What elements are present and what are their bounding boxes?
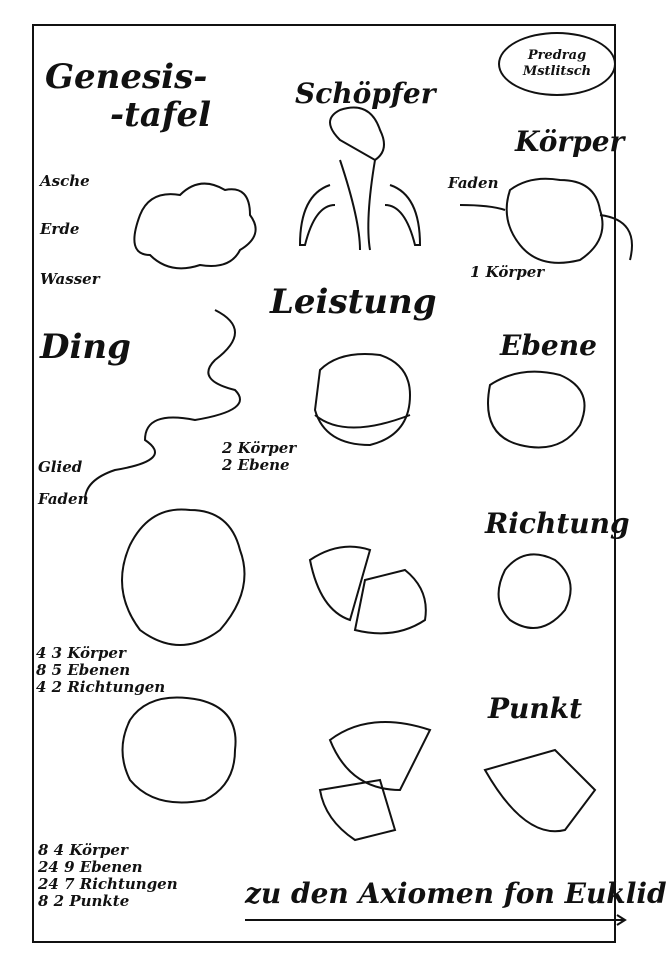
count-line: 24 7 Richtungen — [38, 875, 178, 893]
footer-euklid: zu den Axiomen fon Euklid — [245, 877, 667, 910]
creator-figure — [298, 106, 422, 251]
label-koerper: Körper — [515, 125, 625, 158]
signature-oval: Predrag Mstlitsch — [498, 32, 616, 96]
label-schoepfer: Schöpfer — [295, 77, 436, 110]
count-line: 8 5 Ebenen — [36, 661, 131, 679]
arrow-to-euklid — [245, 914, 627, 926]
count-line: 8 2 Punkte — [38, 892, 130, 910]
signature-line1: Predrag — [527, 48, 587, 63]
title-line1: Genesis- — [45, 57, 208, 97]
counts-bottom: 8 4 Körper 24 9 Ebenen 24 7 Richtungen 8… — [38, 842, 178, 910]
body-ding — [121, 508, 246, 646]
count-line: 4 2 Richtungen — [36, 678, 166, 696]
label-glied: Glied — [38, 458, 83, 476]
label-ding: Ding — [40, 327, 131, 367]
body-ebene — [487, 370, 586, 449]
title-line2: -tafel — [110, 95, 212, 135]
body-koerper-top — [459, 177, 633, 264]
count-line: 2 Ebene — [222, 456, 290, 474]
label-faden-top: Faden — [448, 174, 499, 192]
cloud-asche-erde-wasser — [133, 182, 257, 270]
label-richtung: Richtung — [485, 507, 630, 540]
label-one-koerper: 1 Körper — [470, 263, 545, 281]
count-line: 24 9 Ebenen — [38, 858, 143, 876]
signature-line2: Mstlitsch — [522, 64, 592, 79]
label-asche: Asche — [40, 172, 90, 190]
counts-middle: 4 3 Körper 8 5 Ebenen 4 2 Richtungen — [36, 645, 165, 696]
label-erde: Erde — [40, 220, 80, 238]
label-faden-left: Faden — [38, 490, 89, 508]
body-richtung-split — [308, 545, 427, 635]
label-leistung: Leistung — [270, 282, 437, 322]
body-punkt-split — [318, 721, 432, 842]
body-richtung — [497, 553, 572, 629]
page-frame — [32, 24, 616, 943]
label-punkt: Punkt — [488, 692, 583, 725]
counts-leistung: 2 Körper 2 Ebene — [222, 440, 296, 474]
body-punkt — [483, 748, 597, 833]
body-figure-bottom — [121, 696, 237, 804]
label-wasser: Wasser — [40, 270, 100, 288]
count-line: 2 Körper — [222, 439, 297, 457]
count-line: 8 4 Körper — [38, 841, 128, 859]
label-ebene: Ebene — [500, 329, 597, 362]
body-leistung — [313, 353, 412, 447]
count-line: 4 3 Körper — [36, 644, 126, 662]
thread-ding — [84, 309, 241, 501]
